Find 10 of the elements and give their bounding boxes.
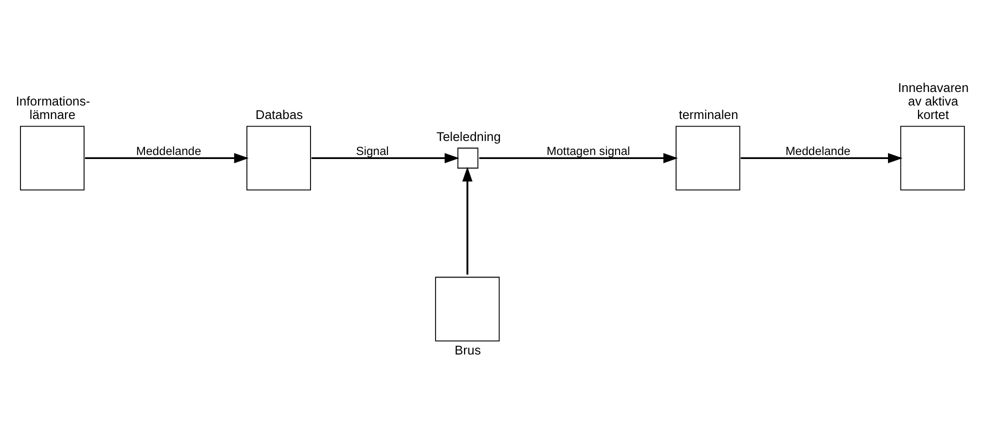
node-label: Brus bbox=[454, 342, 481, 358]
node-label: Databas bbox=[256, 106, 303, 122]
node-label: Innehavaren av aktiva kortet bbox=[898, 79, 969, 122]
node-label: terminalen bbox=[678, 106, 738, 122]
edge-label: Mottagen signal bbox=[546, 143, 630, 158]
node-label: Teleledning bbox=[436, 128, 501, 144]
edge-label: Meddelande bbox=[785, 143, 850, 158]
edge-label: Signal bbox=[356, 143, 389, 158]
node-label: Informations- lämnare bbox=[16, 93, 90, 122]
edge-label: Meddelande bbox=[136, 143, 202, 158]
